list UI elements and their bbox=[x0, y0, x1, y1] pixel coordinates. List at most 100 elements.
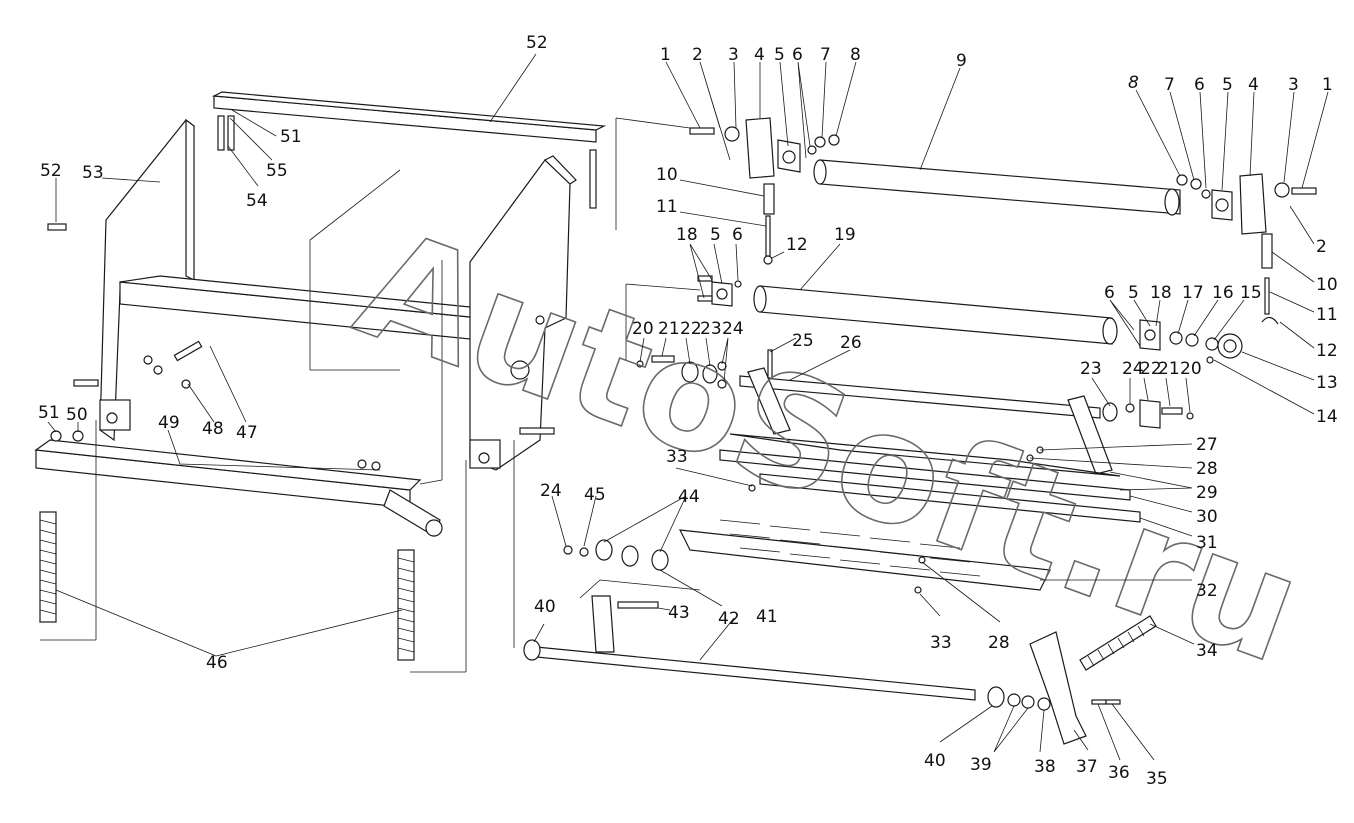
roller-19-end bbox=[753, 285, 767, 313]
bushing-44-a bbox=[595, 539, 613, 561]
callout-29: 29 bbox=[1196, 483, 1218, 503]
callout-2: 2 bbox=[692, 45, 703, 65]
spring-right-coils bbox=[397, 557, 415, 653]
callout-43: 43 bbox=[668, 603, 690, 623]
shaft-and-sieve-assembly bbox=[636, 349, 1194, 594]
bolt-right bbox=[589, 149, 597, 209]
bushing-23-right bbox=[1102, 402, 1118, 422]
callout-12: 12 bbox=[786, 235, 808, 255]
callout-28: 28 bbox=[988, 633, 1010, 653]
callout-27: 27 bbox=[1196, 435, 1218, 455]
link-11-right bbox=[1264, 277, 1270, 315]
callout-31: 31 bbox=[1196, 533, 1218, 553]
washer-39-a bbox=[1007, 693, 1021, 707]
left-frame-assembly bbox=[47, 91, 607, 471]
bearing-5-left-hole bbox=[782, 150, 796, 164]
callout-6: 6 bbox=[732, 225, 743, 245]
link-11-left bbox=[765, 215, 771, 257]
callout-37: 37 bbox=[1076, 757, 1098, 777]
washer-51 bbox=[50, 430, 62, 442]
callout-12: 12 bbox=[1316, 341, 1338, 361]
callout-50: 50 bbox=[66, 405, 88, 425]
flange-4-right bbox=[1239, 173, 1267, 235]
pin-25 bbox=[767, 349, 773, 379]
callout-9: 9 bbox=[956, 51, 967, 71]
callout-14: 14 bbox=[1316, 407, 1338, 427]
callout-22: 22 bbox=[1140, 359, 1162, 379]
callout-35: 35 bbox=[1146, 769, 1168, 789]
nut-33-bottom bbox=[914, 586, 922, 594]
spring-10-left bbox=[763, 183, 775, 215]
plate-hole bbox=[143, 355, 153, 365]
callout-26: 26 bbox=[840, 333, 862, 353]
left-bottom-bracket bbox=[99, 399, 131, 431]
callout-4: 4 bbox=[754, 45, 765, 65]
roller-9-end bbox=[813, 159, 827, 185]
callout-23: 23 bbox=[700, 319, 722, 339]
clip-12-right bbox=[1261, 316, 1279, 325]
roller-9-end-right bbox=[1164, 188, 1180, 216]
callout-labels: 1 2 3 4 5 6 7 8 9 8 7 6 5 4 3 1 10 11 12… bbox=[38, 33, 1338, 789]
plate-hole-large bbox=[510, 360, 530, 380]
callout-48: 48 bbox=[202, 419, 224, 439]
bolt-1-right bbox=[1291, 187, 1317, 195]
callout-10: 10 bbox=[1316, 275, 1338, 295]
callout-47: 47 bbox=[236, 423, 258, 443]
right-pivot-pin bbox=[519, 427, 555, 435]
top-cross-bar-top bbox=[211, 91, 607, 131]
callout-52: 52 bbox=[526, 33, 548, 53]
nut-24-right bbox=[1125, 403, 1135, 413]
callout-8: 8 bbox=[850, 45, 861, 65]
washer-17 bbox=[1169, 331, 1183, 345]
middle-roller-assembly bbox=[697, 275, 1243, 364]
callout-16: 16 bbox=[1212, 283, 1234, 303]
nut-24-left bbox=[717, 361, 727, 371]
left-pivot-pin bbox=[73, 379, 99, 387]
cotter-35 bbox=[1105, 699, 1121, 705]
callout-21: 21 bbox=[1158, 359, 1180, 379]
callout-1: 1 bbox=[1322, 75, 1333, 95]
ref-line bbox=[579, 579, 701, 599]
bearing-5-right-hole bbox=[1215, 198, 1229, 212]
bolt-52-left bbox=[47, 223, 67, 231]
nut-33-top bbox=[748, 484, 756, 492]
callout-33: 33 bbox=[666, 447, 688, 467]
lower-shaft-assembly bbox=[523, 539, 1157, 745]
callout-11: 11 bbox=[656, 197, 678, 217]
washer-7-left bbox=[814, 136, 826, 148]
key-14 bbox=[1206, 356, 1214, 364]
callout-25: 25 bbox=[792, 331, 814, 351]
bushing-40-right bbox=[987, 686, 1005, 708]
bolt-47 bbox=[173, 340, 203, 362]
nut bbox=[357, 459, 367, 469]
callout-41: 41 bbox=[756, 607, 778, 627]
washer-45 bbox=[579, 547, 589, 557]
callout-40: 40 bbox=[534, 597, 556, 617]
callout-6: 6 bbox=[1194, 75, 1205, 95]
callout-24: 24 bbox=[1122, 359, 1144, 379]
callout-15: 15 bbox=[1240, 283, 1262, 303]
shaft-41 bbox=[525, 645, 976, 701]
right-bracket-hole bbox=[478, 452, 490, 464]
callout-4: 4 bbox=[1248, 75, 1259, 95]
washer-39-b bbox=[1021, 695, 1035, 709]
callout-54: 54 bbox=[246, 191, 268, 211]
bushing-40-left bbox=[523, 639, 541, 661]
washer-15 bbox=[1205, 337, 1219, 351]
callout-13: 13 bbox=[1316, 373, 1338, 393]
spring-10-right bbox=[1261, 233, 1273, 269]
callout-24: 24 bbox=[722, 319, 744, 339]
callout-8: 8 bbox=[1128, 73, 1139, 93]
left-bracket-hole bbox=[106, 412, 118, 424]
clip-12-left bbox=[763, 255, 773, 265]
bolt-20-right bbox=[1186, 412, 1194, 420]
top-cross-bar bbox=[213, 95, 597, 143]
lower-arm-assembly bbox=[34, 430, 443, 537]
callout-30: 30 bbox=[1196, 507, 1218, 527]
callout-7: 7 bbox=[820, 45, 831, 65]
callout-3: 3 bbox=[1288, 75, 1299, 95]
sieve-32-slots bbox=[719, 519, 981, 577]
left-side-plate-edge bbox=[185, 118, 195, 281]
callout-51: 51 bbox=[280, 127, 302, 147]
